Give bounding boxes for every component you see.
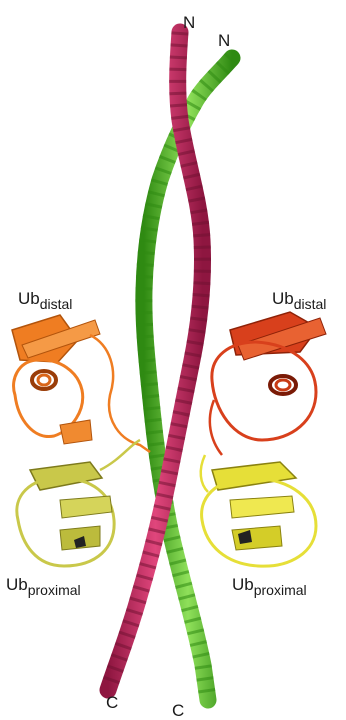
ub-distal-left-domain — [12, 315, 150, 452]
ub-proximal-right-domain — [201, 455, 316, 566]
c-terminus-right-label: C — [172, 702, 184, 719]
ub-proximal-left-domain — [17, 440, 140, 566]
ub-distal-right-label: Ubdistal — [272, 290, 326, 311]
ub-proximal-right-label: Ubproximal — [232, 576, 307, 597]
ub-distal-left-label: Ubdistal — [18, 290, 72, 311]
ub-distal-right-domain — [210, 312, 326, 455]
n-terminus-right-label: N — [218, 32, 230, 49]
c-terminus-left-label: C — [106, 694, 118, 711]
ub-proximal-left-label: Ubproximal — [6, 576, 81, 597]
n-terminus-left-label: N — [183, 14, 195, 31]
